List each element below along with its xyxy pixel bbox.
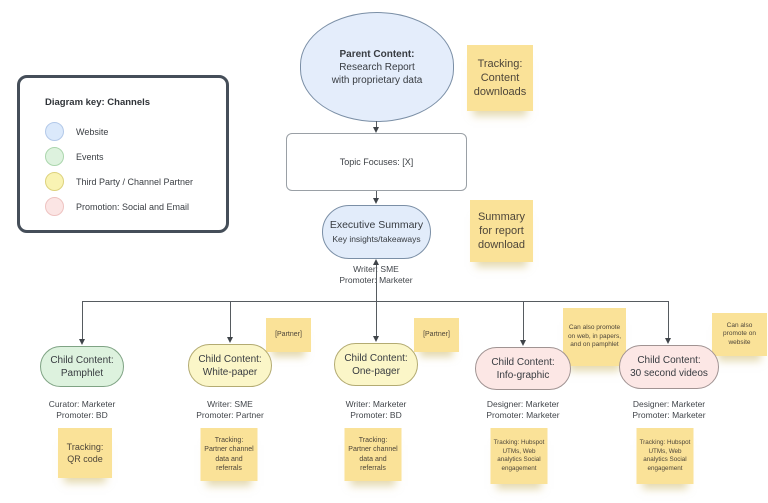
sticky-tracking-pamphlet: Tracking: QR code <box>58 428 112 478</box>
node-title: Child Content: <box>491 356 555 368</box>
sticky-tracking-infographic: Tracking: Hubspot UTMs, Web analytics So… <box>490 428 548 484</box>
connector-topic-exec <box>376 191 377 199</box>
roles-pamphlet: Curator: Marketer Promoter: BD <box>49 399 116 421</box>
roles-onepager: Writer: Marketer Promoter: BD <box>346 399 407 421</box>
connector-parent-topic <box>376 121 377 128</box>
sticky-promote-videos: Can also promote on website <box>712 313 767 356</box>
child-node-pamphlet: Child Content: Pamphlet <box>40 346 124 387</box>
role-line: Designer: Marketer <box>486 399 560 409</box>
child-node-videos: Child Content: 30 second videos <box>619 345 719 389</box>
roles-whitepaper: Writer: SME Promoter: Partner <box>196 399 264 421</box>
node-title: Child Content: <box>50 354 114 366</box>
node-line: Research Report <box>339 61 415 73</box>
role-line: Promoter: BD <box>56 410 108 420</box>
sticky-tracking-videos: Tracking: Hubspot UTMs, Web analytics So… <box>636 428 694 484</box>
arrowhead-down-icon <box>665 338 671 344</box>
role-line: Writer: Marketer <box>345 399 407 409</box>
sticky-tracking-onepager: Tracking: Partner channel data and refer… <box>344 428 402 481</box>
arrowhead-down-icon <box>227 337 233 343</box>
legend-label: Third Party / Channel Partner <box>76 176 194 187</box>
role-line: Promoter: BD <box>350 410 402 420</box>
topic-focuses-node: Topic Focuses: [X] <box>286 133 467 191</box>
sticky-tracking-whitepaper: Tracking: Partner channel data and refer… <box>200 428 258 481</box>
sticky-promote-infographic: Can also promote on web, in papers, and … <box>563 308 626 366</box>
role-line: Writer: SME <box>353 264 399 274</box>
sticky-summary-report-download: Summary for report download <box>470 200 533 262</box>
role-line: Promoter: Marketer <box>339 275 413 285</box>
child-node-infographic: Child Content: Info-graphic <box>475 347 571 390</box>
legend-item-promotion: Promotion: Social and Email <box>45 194 226 219</box>
node-title: Child Content: <box>637 355 701 366</box>
node-title: Child Content: <box>344 352 408 364</box>
arrowhead-down-icon <box>520 340 526 346</box>
connector-exec-trunk <box>376 265 377 301</box>
legend-box: Diagram key: Channels Website Events Thi… <box>17 75 229 233</box>
promotion-color-swatch <box>45 197 64 216</box>
arrowhead-down-icon <box>79 339 85 345</box>
role-line: Designer: Marketer <box>632 399 706 409</box>
legend-label: Events <box>76 151 104 162</box>
roles-videos: Designer: Marketer Promoter: Marketer <box>632 399 705 421</box>
events-color-swatch <box>45 147 64 166</box>
connector-drop-onepager <box>376 301 377 337</box>
role-line: Curator: Marketer <box>48 399 116 409</box>
node-title: Parent Content: <box>339 48 415 60</box>
connector-drop-videos <box>668 301 669 339</box>
connector-drop-pamphlet <box>82 301 83 340</box>
sticky-tracking-content-downloads: Tracking: Content downloads <box>467 45 533 111</box>
child-node-onepager: Child Content: One-pager <box>334 343 418 386</box>
child-node-whitepaper: Child Content: White-paper <box>188 344 272 387</box>
node-title: Executive Summary <box>329 219 424 231</box>
node-subtitle: Key insights/takeaways <box>332 234 421 244</box>
legend-item-third-party: Third Party / Channel Partner <box>45 169 226 194</box>
arrowhead-down-icon <box>373 198 379 204</box>
arrowhead-down-icon <box>373 127 379 133</box>
node-name: 30 second videos <box>630 368 708 379</box>
role-line: Promoter: Marketer <box>632 410 706 420</box>
legend-label: Website <box>76 126 109 137</box>
node-name: Pamphlet <box>60 367 104 379</box>
connector-drop-whitepaper <box>230 301 231 338</box>
website-color-swatch <box>45 122 64 141</box>
node-name: Info-graphic <box>496 369 550 381</box>
node-line: with proprietary data <box>331 74 423 86</box>
node-title: Child Content: <box>198 353 262 365</box>
exec-roles-text: Writer: SME Promoter: Marketer <box>339 264 412 286</box>
node-label: Topic Focuses: [X] <box>339 157 414 167</box>
third-party-color-swatch <box>45 172 64 191</box>
role-line: Promoter: Partner <box>196 410 264 420</box>
roles-infographic: Designer: Marketer Promoter: Marketer <box>486 399 559 421</box>
legend-label: Promotion: Social and Email <box>76 201 190 212</box>
connector-distribution-bar <box>82 301 669 302</box>
legend-item-website: Website <box>45 119 226 144</box>
role-line: Promoter: Marketer <box>486 410 560 420</box>
node-name: White-paper <box>202 366 258 378</box>
parent-content-node: Parent Content: Research Report with pro… <box>300 12 454 122</box>
sticky-partner-whitepaper: [Partner] <box>266 318 311 352</box>
connector-drop-infographic <box>523 301 524 341</box>
arrowhead-up-icon <box>373 259 379 265</box>
legend-title: Diagram key: Channels <box>45 97 151 108</box>
sticky-partner-onepager: [Partner] <box>414 318 459 352</box>
executive-summary-node: Executive Summary Key insights/takeaways <box>322 205 431 259</box>
legend-item-events: Events <box>45 144 226 169</box>
role-line: Writer: SME <box>207 399 253 409</box>
arrowhead-down-icon <box>373 336 379 342</box>
node-name: One-pager <box>352 365 400 377</box>
